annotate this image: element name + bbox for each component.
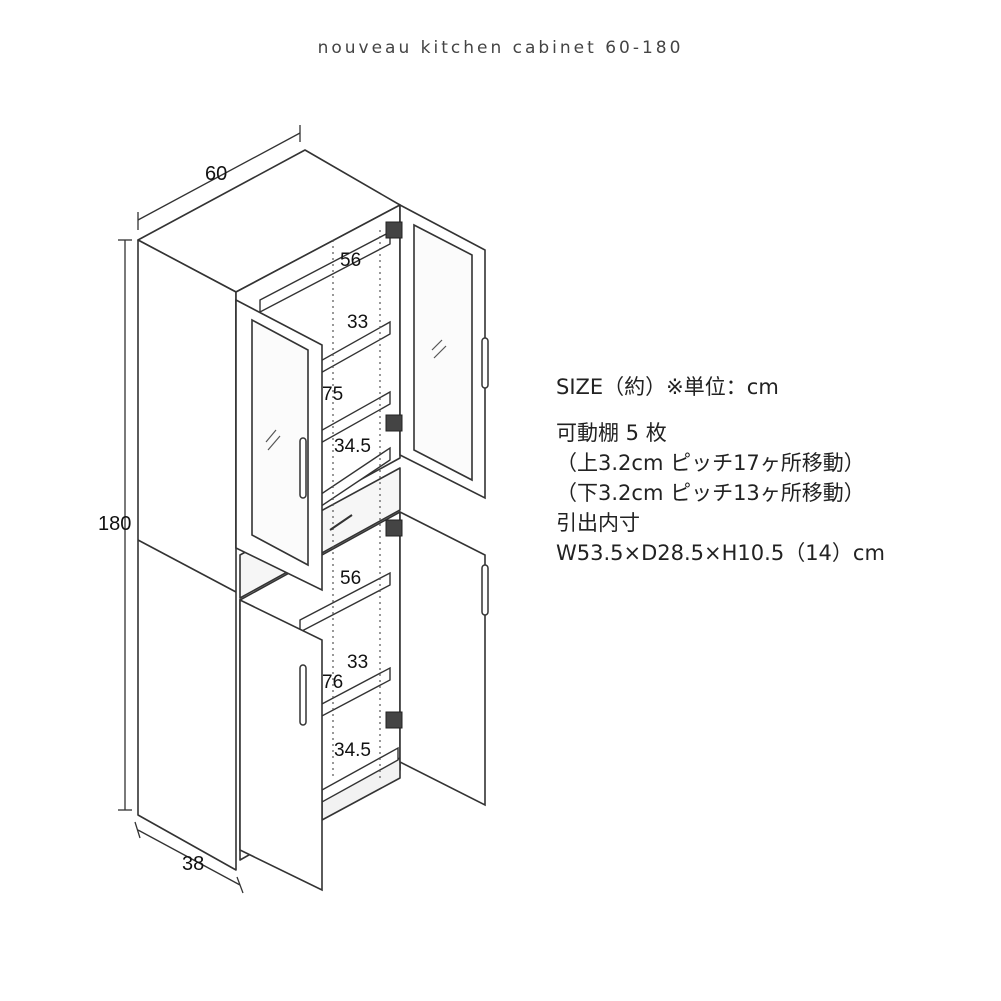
upper-shelf-gap: 33 — [347, 312, 368, 333]
upper-total: 75 — [322, 384, 343, 405]
page-title: nouveau kitchen cabinet 60-180 — [317, 38, 684, 58]
upper-right-handle — [481, 337, 489, 389]
lower-right-handle — [481, 564, 489, 616]
shelf-count: 可動棚 5 枚 — [556, 421, 667, 445]
upper-pitch: （上3.2cm ピッチ17ヶ所移動） — [556, 451, 865, 475]
hinge-icon — [385, 519, 403, 537]
width-dimension: 60 — [205, 163, 227, 185]
lower-right-door — [399, 510, 486, 807]
height-dimension: 180 — [98, 513, 131, 535]
lower-shelf-1 — [299, 571, 391, 634]
lower-total: 76 — [322, 672, 343, 693]
lower-top-gap: 56 — [340, 568, 361, 589]
lower-pitch: （下3.2cm ピッチ13ヶ所移動） — [556, 481, 865, 505]
size-line: SIZE（約）※単位：cm — [556, 375, 779, 399]
lower-left-handle — [299, 664, 307, 726]
lower-bottom-gap: 34.5 — [334, 740, 371, 761]
drawer-label: 引出内寸 — [556, 511, 640, 535]
depth-dimension: 38 — [182, 853, 204, 875]
upper-left-handle — [299, 437, 307, 499]
lower-shelf-gap: 33 — [347, 652, 368, 673]
hinge-icon — [385, 711, 403, 729]
hinge-icon — [385, 414, 403, 432]
upper-top-gap: 56 — [340, 250, 361, 271]
upper-bottom-gap: 34.5 — [334, 436, 371, 457]
cabinet-left-side — [137, 239, 237, 871]
drawer-size: W53.5×D28.5×H10.5（14）cm — [556, 541, 885, 565]
spec-panel: SIZE（約）※単位：cm 可動棚 5 枚 （上3.2cm ピッチ17ヶ所移動）… — [556, 372, 885, 568]
drawer-handle — [329, 514, 353, 531]
upper-shelf-1 — [259, 230, 391, 314]
hinge-icon — [385, 221, 403, 239]
lower-left-door — [239, 598, 323, 892]
